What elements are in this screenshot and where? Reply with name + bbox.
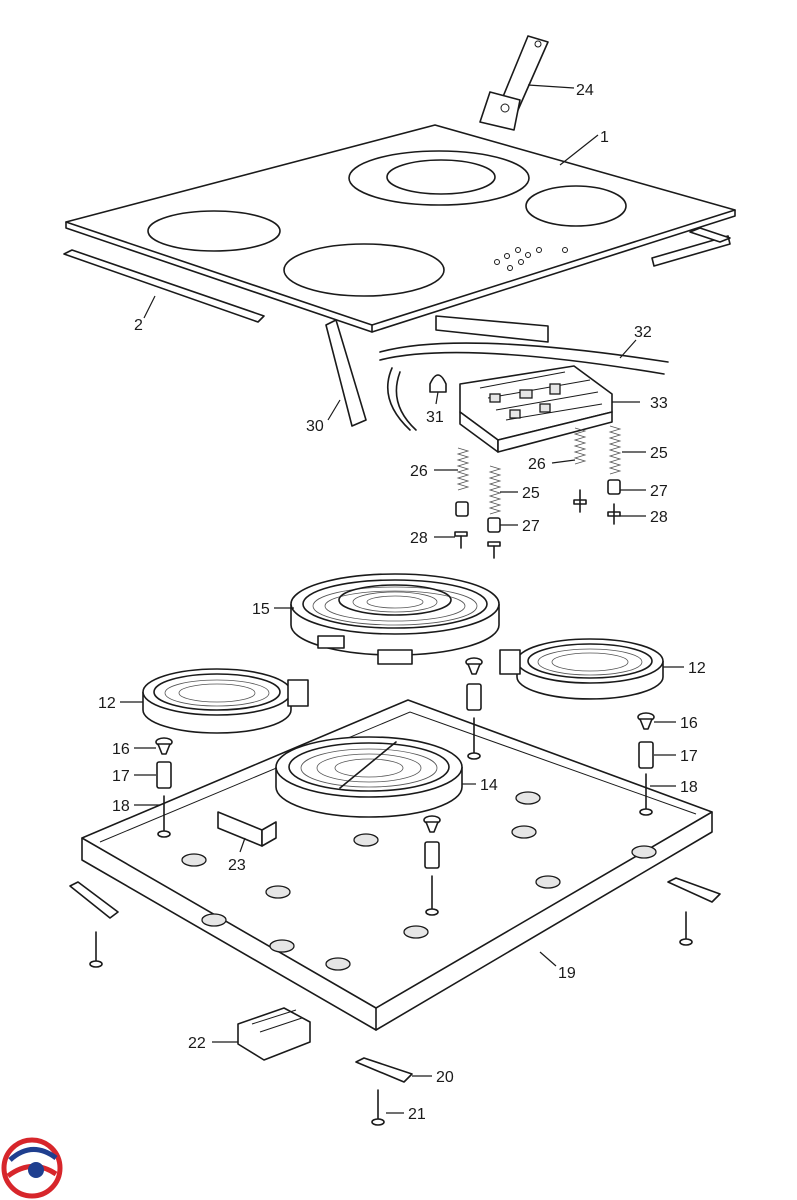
spring-25-left bbox=[488, 465, 502, 515]
heating-element-right bbox=[499, 638, 664, 700]
spring-25-right bbox=[608, 425, 622, 475]
label-part-26-left: 26 bbox=[410, 463, 428, 480]
label-part-31: 31 bbox=[426, 409, 444, 426]
tray-feet bbox=[181, 791, 657, 971]
label-part-18-right: 18 bbox=[680, 779, 698, 796]
control-board bbox=[459, 365, 613, 453]
label-part-24: 24 bbox=[576, 82, 594, 99]
label-part-27-right: 27 bbox=[650, 483, 668, 500]
label-part-26-right: 26 bbox=[528, 456, 546, 473]
mounting-bracket bbox=[217, 811, 277, 847]
spring-26-right bbox=[573, 427, 587, 465]
label-part-16-right: 16 bbox=[680, 715, 698, 732]
fixing-set-right bbox=[637, 712, 655, 816]
gasket-strips bbox=[63, 227, 731, 323]
screws-upper bbox=[454, 489, 621, 559]
side-bracket bbox=[325, 315, 549, 427]
label-part-17-right: 17 bbox=[680, 748, 698, 765]
screws-lower bbox=[89, 911, 693, 1126]
label-part-22: 22 bbox=[188, 1035, 206, 1052]
label-part-18-left: 18 bbox=[112, 798, 130, 815]
label-part-21: 21 bbox=[408, 1106, 426, 1123]
touch-control-dots bbox=[494, 247, 568, 271]
glass-cooktop bbox=[65, 124, 736, 333]
label-part-30: 30 bbox=[306, 418, 324, 435]
label-part-25-right: 25 bbox=[650, 445, 668, 462]
label-part-23: 23 bbox=[228, 857, 246, 874]
label-part-16-left: 16 bbox=[112, 741, 130, 758]
clamp-brackets bbox=[69, 877, 721, 1083]
fixing-set-center bbox=[465, 657, 483, 760]
cable-harness bbox=[379, 342, 669, 431]
spacer-right bbox=[607, 479, 621, 495]
label-part-12-right: 12 bbox=[688, 660, 706, 677]
label-part-1: 1 bbox=[600, 129, 609, 146]
spacer-left bbox=[455, 501, 501, 533]
part-labels: 24 1 2 32 30 31 33 26 26 25 25 27 27 28 … bbox=[98, 82, 706, 1123]
label-part-14: 14 bbox=[480, 777, 498, 794]
label-part-33: 33 bbox=[650, 395, 668, 412]
medium-heating-element bbox=[275, 736, 463, 818]
label-part-15: 15 bbox=[252, 601, 270, 618]
label-part-32: 32 bbox=[634, 324, 652, 341]
wire-clip bbox=[429, 374, 447, 393]
leader-lines bbox=[120, 84, 684, 1114]
large-heating-element bbox=[290, 573, 500, 665]
spring-26-left bbox=[456, 447, 470, 491]
label-part-12-left: 12 bbox=[98, 695, 116, 712]
label-part-20: 20 bbox=[436, 1069, 454, 1086]
base-tray bbox=[81, 699, 713, 1031]
heating-element-left bbox=[142, 668, 309, 734]
fixing-set-left bbox=[155, 737, 173, 838]
label-part-28-left: 28 bbox=[410, 530, 428, 547]
label-part-28-right: 28 bbox=[650, 509, 668, 526]
brand-logo bbox=[1, 1137, 63, 1199]
label-part-2: 2 bbox=[134, 317, 143, 334]
fixing-set-lower bbox=[423, 815, 441, 916]
label-part-17-left: 17 bbox=[112, 768, 130, 785]
terminal-block bbox=[237, 1007, 311, 1061]
label-part-19: 19 bbox=[558, 965, 576, 982]
scraper-tool bbox=[479, 35, 549, 131]
label-part-25-left: 25 bbox=[522, 485, 540, 502]
label-part-27-left: 27 bbox=[522, 518, 540, 535]
